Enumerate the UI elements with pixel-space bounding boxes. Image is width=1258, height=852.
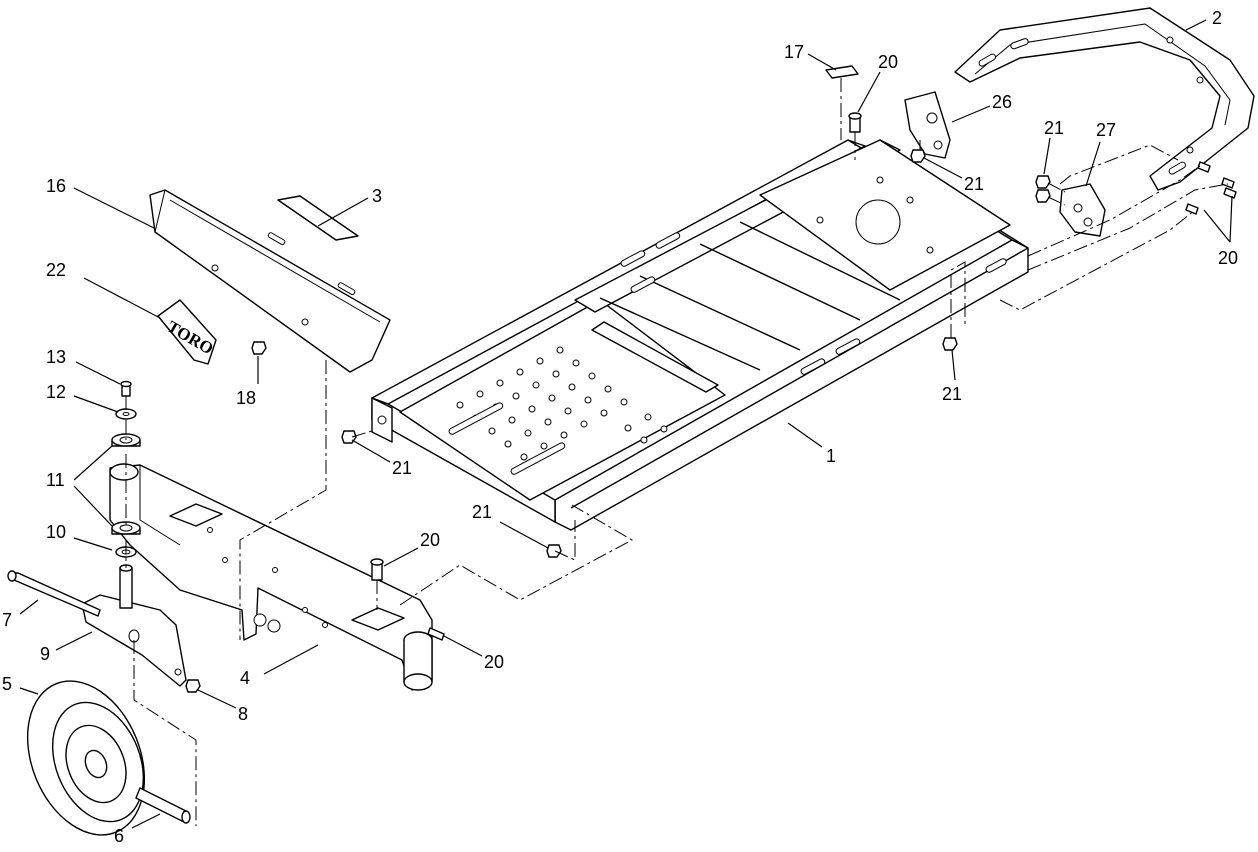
callout-20-axle: 20	[420, 530, 440, 550]
bracket-26	[904, 91, 951, 159]
bolt-7	[7, 570, 101, 617]
callout-20-top: 20	[878, 52, 898, 72]
callout-6: 6	[114, 826, 124, 846]
callout-12: 12	[46, 382, 66, 402]
bolt-13	[120, 380, 132, 397]
callout-labels: 1 2 3 4 5 6 7 8 9 10 11 12 13 16 17 18 2…	[2, 8, 1238, 846]
callout-18: 18	[236, 388, 256, 408]
bracket-27	[1059, 183, 1106, 237]
callout-21-bracket: 21	[1044, 118, 1064, 138]
callout-8: 8	[238, 704, 248, 724]
assembly-lines	[125, 78, 1229, 826]
callout-1: 1	[826, 446, 836, 466]
callout-13: 13	[46, 347, 66, 367]
wheel	[26, 680, 146, 836]
main-frame	[371, 139, 1029, 531]
decal-3	[277, 195, 359, 241]
upper-frame-rops	[954, 7, 1255, 191]
fasteners	[185, 112, 1237, 693]
axle-spacer	[135, 787, 191, 824]
callout-9: 9	[40, 644, 50, 664]
callout-21-left: 21	[392, 458, 412, 478]
callout-11: 11	[46, 470, 65, 490]
callout-16: 16	[46, 176, 66, 196]
caster-spindle	[119, 567, 133, 609]
callout-20-rear: 20	[1218, 248, 1238, 268]
callout-21-mid: 21	[472, 502, 492, 522]
callout-3: 3	[372, 186, 382, 206]
callout-10: 10	[46, 522, 66, 542]
callout-21-right: 21	[942, 384, 962, 404]
bearing-11-bottom	[111, 521, 141, 535]
callout-27: 27	[1096, 120, 1116, 140]
callout-7: 7	[2, 610, 12, 630]
front-axle	[109, 463, 433, 691]
front-cover	[149, 189, 391, 373]
callout-4: 4	[240, 668, 250, 688]
callout-21-top: 21	[964, 174, 984, 194]
callout-20-right: 20	[484, 652, 504, 672]
callout-26: 26	[992, 92, 1012, 112]
callout-5: 5	[2, 674, 12, 694]
logo-decal: TORO	[157, 299, 217, 365]
leader-lines	[19, 19, 1233, 829]
callout-17: 17	[784, 42, 804, 62]
washer-12	[115, 408, 137, 420]
callout-22: 22	[46, 260, 66, 280]
callout-2: 2	[1212, 8, 1222, 28]
decal-17	[825, 65, 859, 79]
